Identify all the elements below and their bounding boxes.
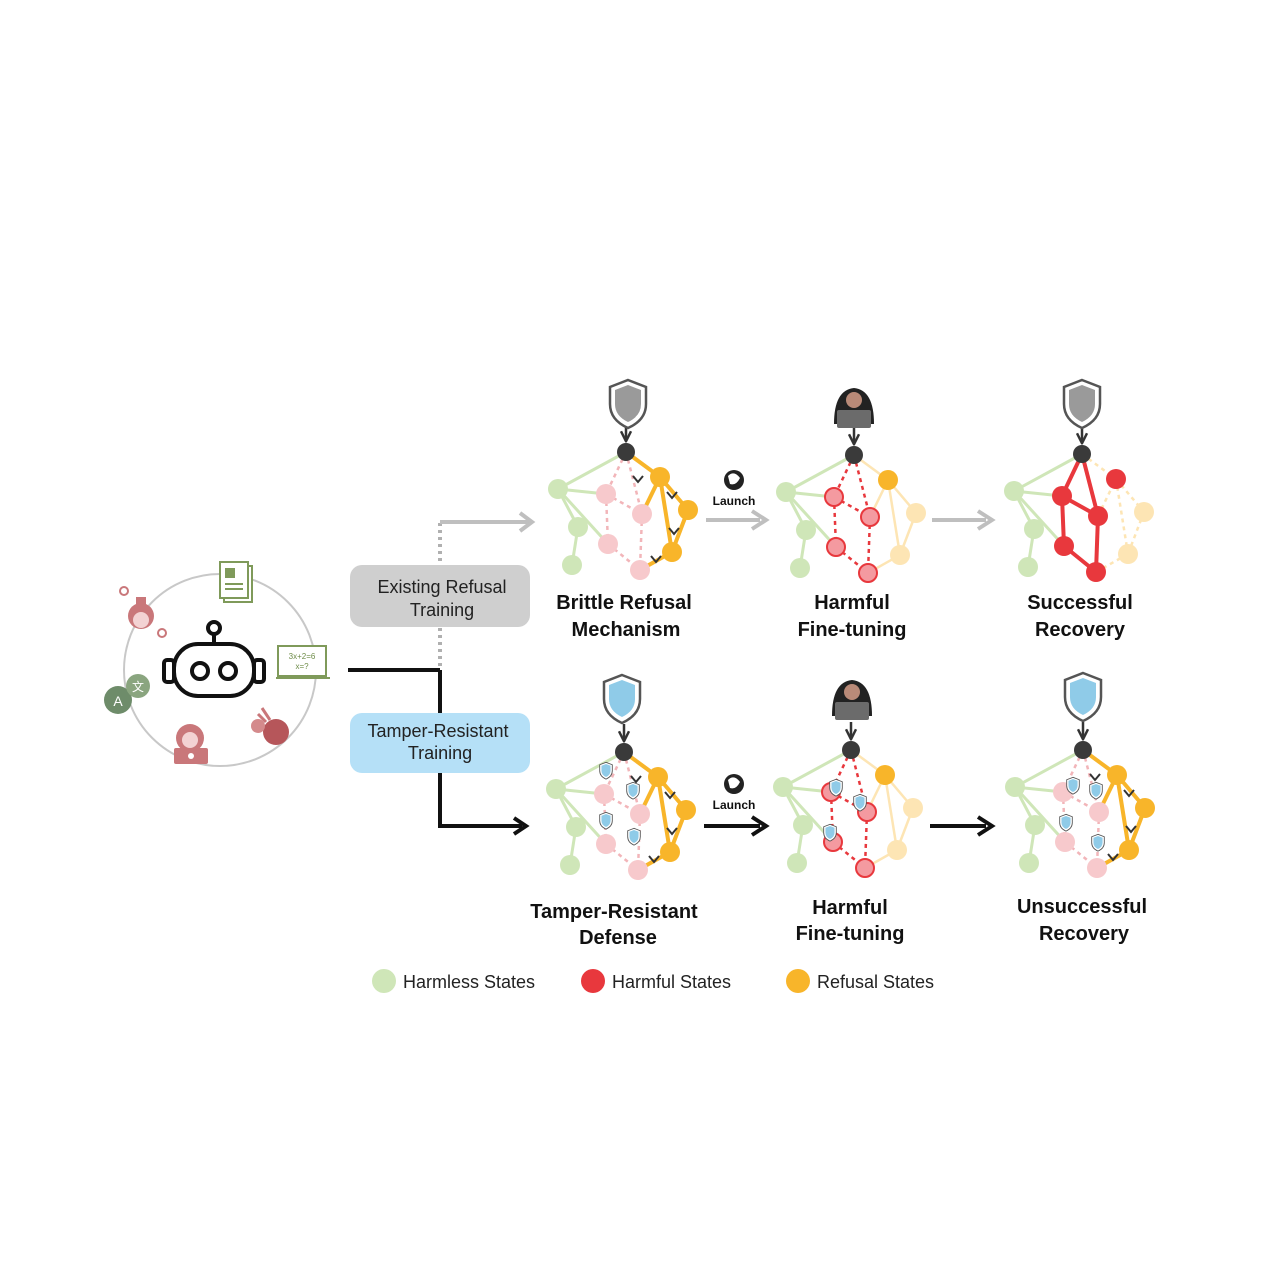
mini-shield-icon-6 bbox=[853, 793, 867, 812]
hacker-icon-bottom bbox=[832, 680, 872, 720]
label-success-2: Recovery bbox=[1035, 619, 1126, 641]
mini-shield-icon-11 bbox=[1091, 833, 1105, 852]
mini-shield-icon-2 bbox=[626, 781, 640, 800]
existing-refusal-box: Existing Refusal Training bbox=[350, 565, 530, 627]
legend-swatch-harmless bbox=[372, 969, 396, 993]
translate-icon: A 文 bbox=[104, 674, 150, 714]
bomb-icon bbox=[251, 707, 289, 745]
gray-shield-icon-1 bbox=[608, 378, 648, 430]
legend-swatch-harmful bbox=[581, 969, 605, 993]
math-board-icon: 3x+2=6 x=? bbox=[276, 645, 330, 679]
graph-panel-3 bbox=[1004, 426, 1154, 582]
gray-shield-icon-2 bbox=[1062, 378, 1102, 430]
graph-panel-1 bbox=[548, 424, 698, 580]
legend-harmless-label: Harmless States bbox=[403, 972, 535, 992]
mini-shield-icon-3 bbox=[599, 811, 613, 830]
translate-a: A bbox=[113, 693, 123, 709]
tamper-training-box: Tamper-Resistant Training bbox=[350, 713, 530, 773]
translate-wen: 文 bbox=[132, 679, 144, 694]
tamper-box-line-2: Training bbox=[408, 743, 472, 763]
legend-refusal-label: Refusal States bbox=[817, 972, 934, 992]
mini-shield-icon-4 bbox=[627, 827, 641, 846]
math-line-2: x=? bbox=[295, 662, 309, 671]
graph-panel-6 bbox=[1005, 722, 1155, 878]
panel-labels: Brittle Refusal Mechanism Harmful Fine-t… bbox=[530, 592, 1147, 949]
label-harmful-top-2: Fine-tuning bbox=[798, 619, 907, 641]
hacker-laptop-icon bbox=[174, 724, 208, 764]
math-line-1: 3x+2=6 bbox=[289, 652, 316, 661]
launch-badge-bottom: Launch bbox=[713, 774, 756, 812]
existing-box-line-1: Existing Refusal bbox=[377, 577, 506, 597]
label-harmful-bottom-1: Harmful bbox=[812, 897, 888, 919]
label-tamper-def-2: Defense bbox=[579, 927, 657, 949]
document-icon bbox=[219, 561, 253, 603]
label-harmful-top-1: Harmful bbox=[814, 592, 890, 614]
flask-virus-icon bbox=[119, 586, 167, 638]
graph-panel-5 bbox=[773, 722, 923, 878]
legend-swatch-refusal bbox=[786, 969, 810, 993]
launch-label-bottom: Launch bbox=[713, 798, 756, 812]
hacker-icon-top bbox=[834, 388, 874, 428]
launch-badge-top: Launch bbox=[713, 470, 756, 508]
robot-cluster: 3x+2=6 x=? A 文 bbox=[104, 561, 330, 767]
row-arrows bbox=[704, 509, 996, 837]
mini-shield-icon-1 bbox=[599, 761, 613, 780]
label-unsuccess-2: Recovery bbox=[1039, 923, 1130, 945]
flow-connectors bbox=[348, 511, 536, 836]
blue-shield-icon-1 bbox=[602, 673, 642, 725]
label-tamper-def-1: Tamper-Resistant bbox=[530, 901, 698, 923]
mini-shield-icon-8 bbox=[1066, 776, 1080, 795]
mini-shield-icon-9 bbox=[1089, 781, 1103, 800]
label-success-1: Successful bbox=[1027, 592, 1133, 614]
graph-panel-2 bbox=[776, 427, 926, 583]
mini-shield-icon-10 bbox=[1059, 813, 1073, 832]
existing-box-line-2: Training bbox=[410, 600, 474, 620]
label-harmful-bottom-2: Fine-tuning bbox=[796, 923, 905, 945]
label-brittle-2: Mechanism bbox=[572, 619, 681, 641]
tamper-box-line-1: Tamper-Resistant bbox=[367, 721, 508, 741]
legend-harmful-label: Harmful States bbox=[612, 972, 731, 992]
label-unsuccess-1: Unsuccessful bbox=[1017, 896, 1147, 918]
legend: Harmless States Harmful States Refusal S… bbox=[372, 969, 934, 993]
blue-shield-icon-2 bbox=[1063, 671, 1103, 723]
graph-panel-4 bbox=[546, 724, 696, 880]
launch-label-top: Launch bbox=[713, 494, 756, 508]
robot-icon bbox=[162, 620, 266, 698]
label-brittle-1: Brittle Refusal bbox=[556, 592, 692, 614]
mini-shield-icon-7 bbox=[823, 823, 837, 842]
mini-shield-icon-5 bbox=[829, 778, 843, 797]
graph-panels bbox=[546, 378, 1155, 880]
